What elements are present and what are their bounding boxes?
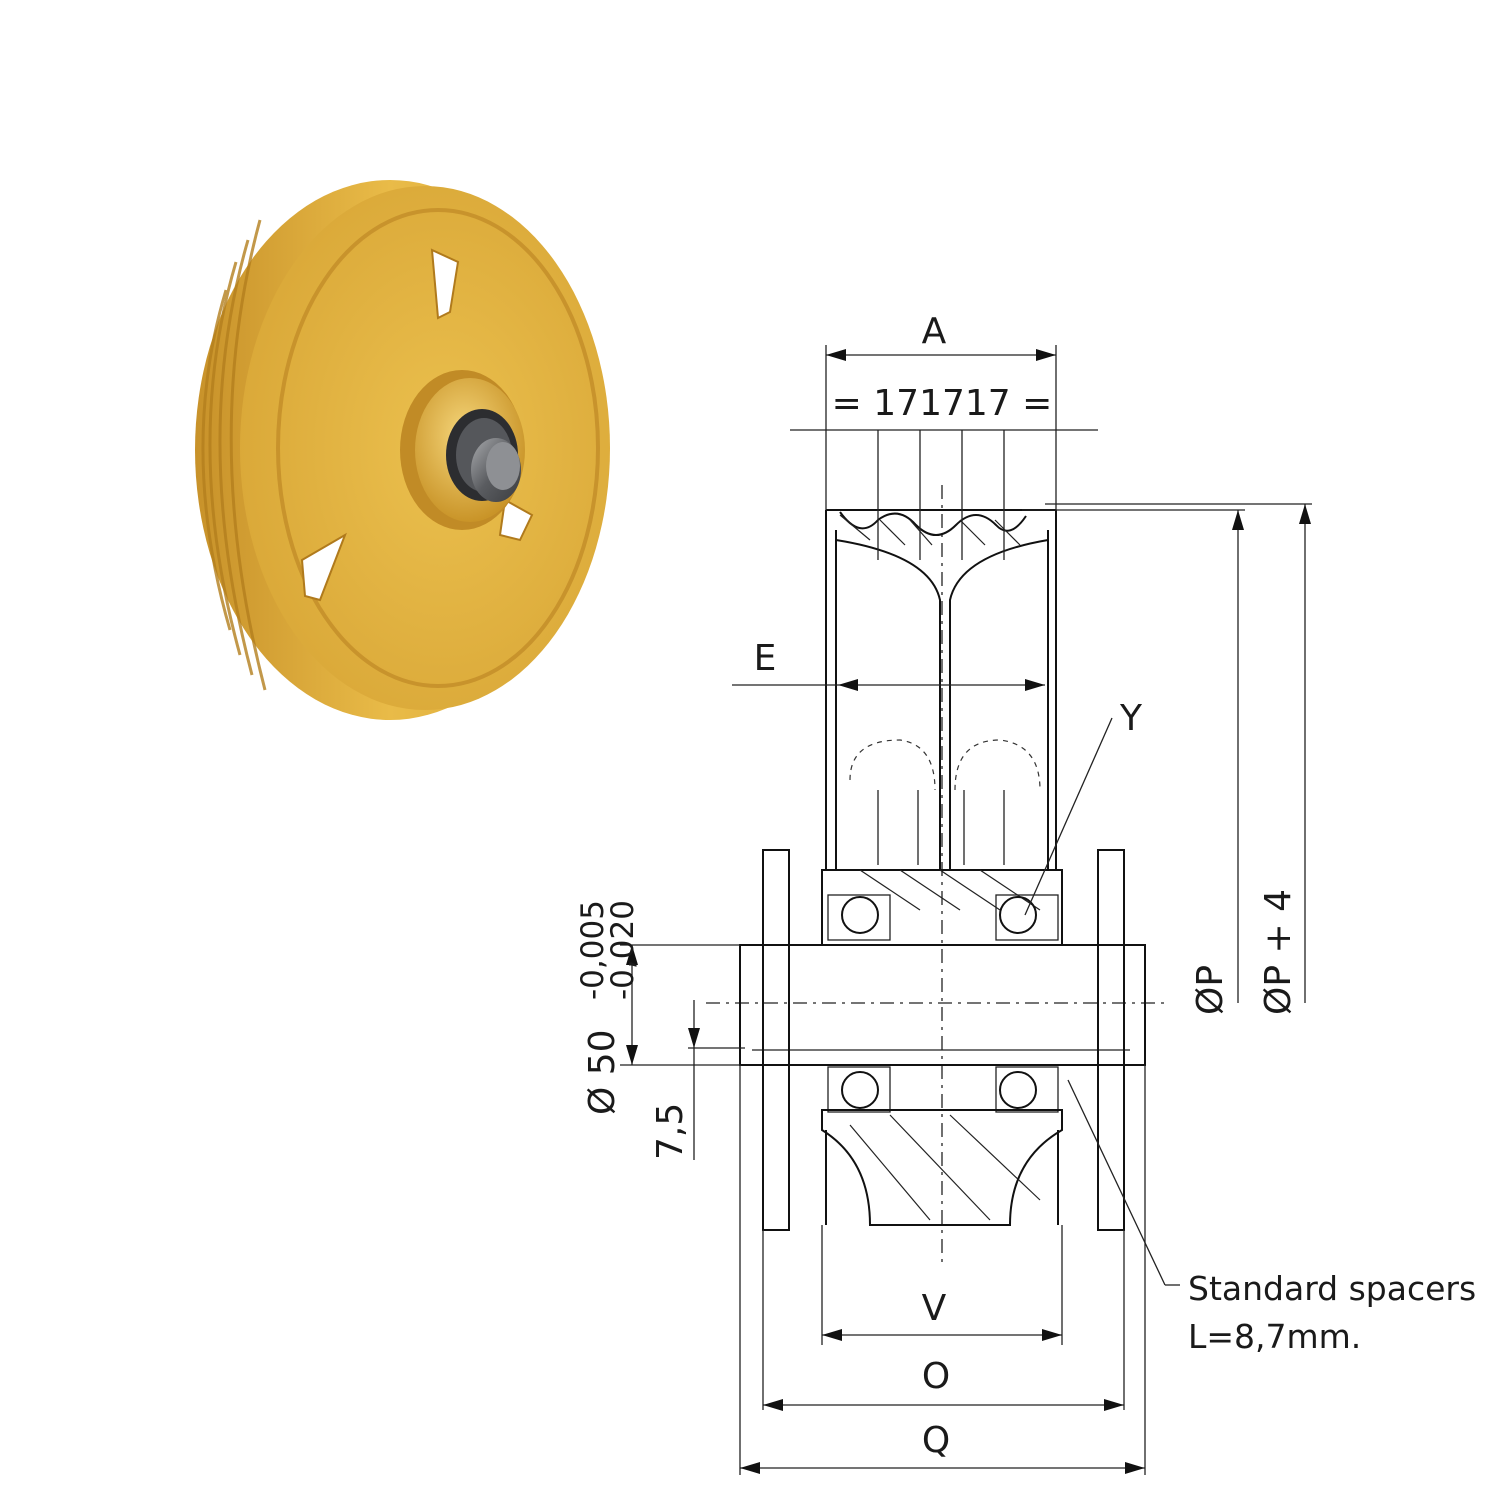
grooved-pulley-wheel-icon xyxy=(195,180,610,720)
dimension-label-q: Q xyxy=(922,1420,950,1461)
spacer-note-line2: L=8,7mm. xyxy=(1188,1317,1361,1356)
diameter-p-label: ØP xyxy=(1190,965,1231,1015)
dimension-label-groove-pitch: = 171717 = xyxy=(832,383,1053,424)
dimension-label-a: A xyxy=(922,311,947,352)
tolerance-upper-label: -0,005 xyxy=(575,900,611,1000)
spacer-note-line1: Standard spacers xyxy=(1188,1269,1476,1308)
cross-section-drawing xyxy=(620,345,1312,1475)
dimension-label-o: O xyxy=(922,1356,950,1397)
shaft-diameter-label: Ø 50 xyxy=(582,1029,623,1115)
dimension-label-e: E xyxy=(754,638,777,679)
dimension-label-y: Y xyxy=(1119,698,1143,739)
diameter-p-plus-label: ØP + 4 xyxy=(1258,889,1299,1015)
tolerance-lower-label: -0,020 xyxy=(605,900,641,1000)
dimension-label-v: V xyxy=(922,1288,947,1329)
offset-label: 7,5 xyxy=(650,1103,691,1160)
